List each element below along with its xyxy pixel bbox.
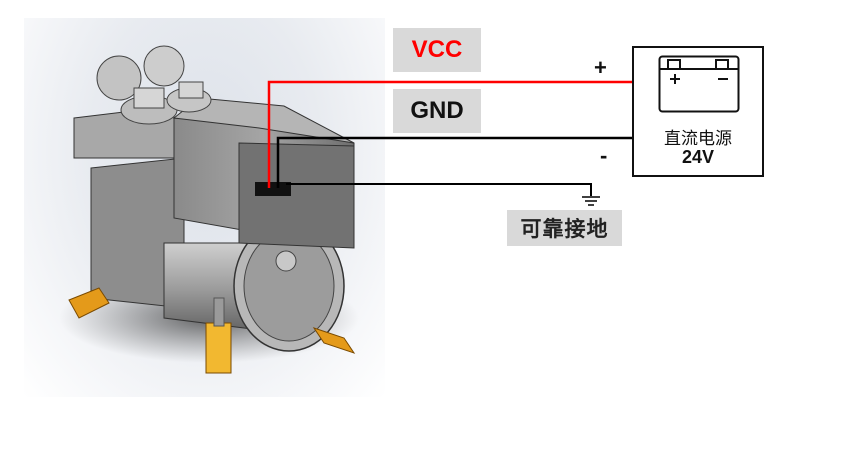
- cap-left: [133, 87, 165, 109]
- cap-right: [178, 81, 204, 99]
- foot-right: [312, 327, 356, 354]
- connector: [255, 182, 291, 196]
- foot-post: [213, 297, 225, 327]
- battery-icon: [658, 55, 740, 113]
- power-supply-voltage: 24V: [681, 147, 715, 167]
- device-illustration: [59, 45, 359, 374]
- vcc-label: VCC: [393, 28, 481, 72]
- power-supply-box: 直流电源 24V: [632, 46, 764, 177]
- ground-note-label: 可靠接地: [507, 210, 622, 246]
- shaft: [275, 250, 297, 272]
- positive-sign: +: [594, 55, 607, 80]
- negative-sign: -: [600, 143, 608, 168]
- foot-left: [68, 287, 110, 319]
- foot-front: [205, 322, 232, 374]
- knob-right-back: [143, 45, 185, 87]
- power-supply-name: 直流电源: [664, 129, 732, 149]
- earth-wire: [286, 183, 592, 196]
- ground-symbol-icon: [582, 196, 600, 206]
- knob-left-back: [96, 55, 142, 101]
- gnd-wire: [276, 136, 632, 188]
- gnd-label: GND: [393, 89, 481, 133]
- vcc-wire: [267, 80, 632, 188]
